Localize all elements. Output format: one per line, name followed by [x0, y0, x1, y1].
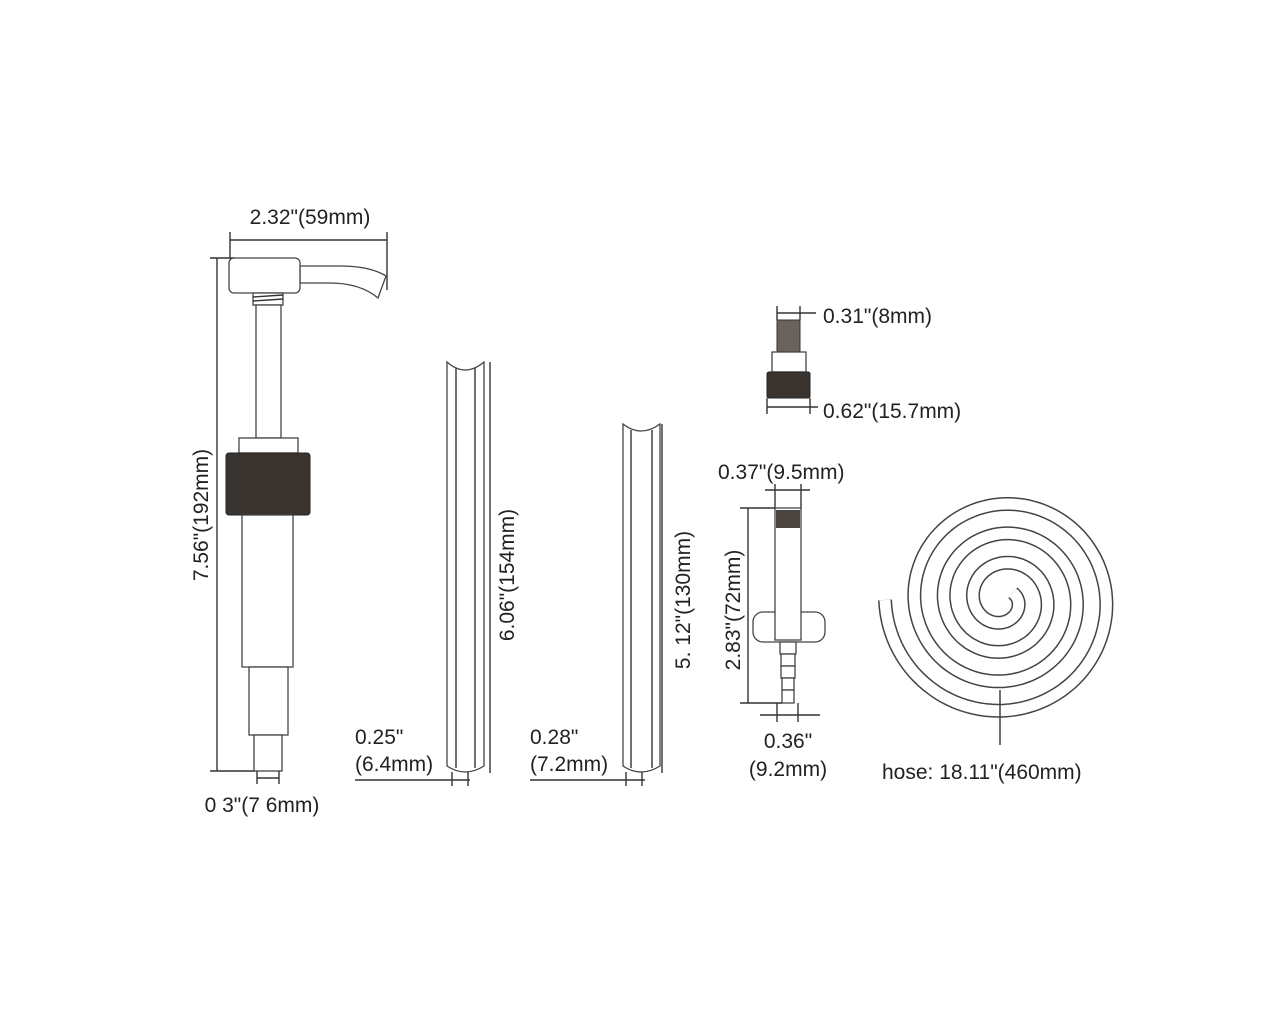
barbs	[779, 641, 797, 704]
hose-coil-drawing: hose: 18.11"(460mm)	[878, 497, 1114, 784]
fitting-dia-inch: 0.36"	[764, 730, 812, 753]
short-tube-dia-mm: (7.2mm)	[530, 753, 608, 776]
spring	[252, 292, 284, 306]
pump-cap	[225, 452, 311, 516]
short-tube-length-label: 5. 12"(130mm)	[672, 531, 695, 669]
pump-height-label: 7.56"(192mm)	[190, 449, 213, 581]
short-tube-drawing: 5. 12"(130mm) 0.28" (7.2mm)	[530, 422, 695, 786]
long-tube-drawing: 6.06"(154mm) 0.25" (6.4mm)	[355, 360, 519, 786]
long-tube-length-label: 6.06"(154mm)	[496, 509, 519, 641]
connector-thread-label: 0.31"(8mm)	[823, 305, 932, 328]
short-tube-dia-inch: 0.28"	[530, 726, 578, 749]
fitting-drawing: 0.37"(9.5mm) 2.83"(72mm) 0.36" (9.2mm)	[718, 461, 845, 781]
connector-drawing: 0.31"(8mm) 0.62"(15.7mm)	[766, 305, 961, 423]
pump-width-label: 2.32"(59mm)	[250, 206, 371, 229]
fitting-dia-mm: (9.2mm)	[749, 758, 827, 781]
connector-base-label: 0.62"(15.7mm)	[823, 400, 961, 423]
long-tube-dia-mm: (6.4mm)	[355, 753, 433, 776]
pump-tip-label: 0 3"(7 6mm)	[205, 794, 320, 817]
long-tube-dia-inch: 0.25"	[355, 726, 403, 749]
fitting-length-label: 2.83"(72mm)	[722, 550, 745, 671]
pump-drawing: 2.32"(59mm) 7.56"(192mm) 0 3"(7 6mm)	[190, 206, 388, 817]
hose-label: hose: 18.11"(460mm)	[882, 761, 1082, 784]
fitting-top-label: 0.37"(9.5mm)	[718, 461, 845, 484]
